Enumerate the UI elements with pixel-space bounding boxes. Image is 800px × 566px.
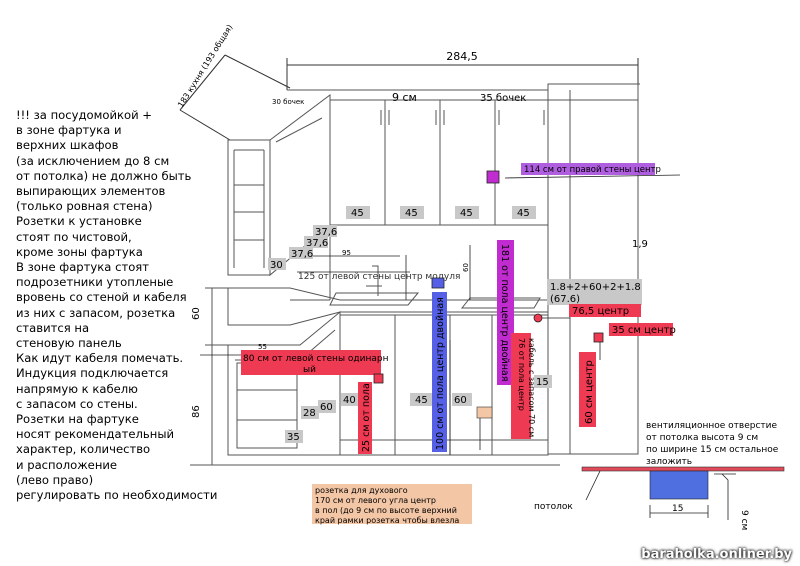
dim-37-6-c: 37,6 [291,249,313,260]
module-45-a: 45 [351,208,364,219]
dim-37-6-a: 37,6 [315,227,337,238]
vent-line-4: заложить [646,457,692,467]
vent-line-3: по ширине 15 см остальное [646,445,779,455]
dim-h86: 86 [191,405,202,418]
watermark: baraholka.onliner.by [641,547,792,562]
note-line: регулировать по необходимости [16,488,218,503]
tag-25-from-floor: 25 см от пола [361,383,372,452]
oven-socket-note: розетка для духового 170 см от левого уг… [315,486,459,525]
note-line: (только ровная стена) [16,199,153,214]
note-line: кроме зоны фартука [16,244,143,259]
oven-line-4: край рамки розетка чтобы влезла [315,516,459,525]
note-line: вровень со стеной и кабеля [16,290,187,305]
note-line: в зоне фартука и [16,123,122,138]
note-line: носят рекомендательный [16,427,175,442]
formula-line-2: (67.6) [550,294,580,305]
note-line: и расположение [16,457,118,472]
dim-kitchen-183: 183 кухня (193 общая) [176,23,234,109]
note-line: стоят по чистовой, [16,229,132,244]
dim-h60-left: 60 [191,307,202,320]
dim-1-9: 1,9 [632,239,648,250]
note-line: верхних шкафов [16,138,119,153]
dim-30: 30 [270,260,283,271]
note-line: выпирающих элементов [16,184,166,199]
module-45-d: 45 [517,208,530,219]
note-line: подрозетники утопленые [16,275,174,290]
dim-55: 55 [258,343,267,351]
note-line: стеновую панель [16,336,122,351]
tag-80-from-left-1: 80 см от левой стены одинарн [243,354,389,364]
dim-95: 95 [342,249,351,257]
tag-76-5-center: 76,5 центр [572,306,629,317]
formula-line-1: 1.8+2+60+2+1.8 [550,282,641,293]
dim-bochek-35: 35 бочек [480,93,526,104]
lower-60-b: 60 [320,402,333,413]
note-line: характер, количество [16,442,151,457]
note-line: В зоне фартука стоят [16,260,150,275]
oven-line-1: розетка для духового [315,486,408,495]
oven-line-2: 170 см от левого угла центр [315,496,436,505]
note-line: ставится на [16,320,90,335]
tag-80-from-left-2: ый [303,365,316,375]
tag-cable-line-1: 76 от пола центр [517,338,526,411]
dim-bochek-30: 30 бочек [272,98,304,106]
tag-cable-line-2: кабель с запасом 70 см [527,338,536,437]
dim-total-width: 284,5 [446,50,478,63]
gray-tags: 37,6 37,6 37,6 30 45 45 45 45 1.8+2+60+2… [268,206,642,443]
module-45-c: 45 [460,208,473,219]
vent-width-15: 15 [672,504,683,514]
vent-detail: вентиляционное отверстие от потолка высо… [534,421,785,530]
tag-35-center: 35 см центр [612,325,676,336]
vent-height-9: 9 см [739,510,749,530]
note-line: из них с запасом, розетка [16,305,176,320]
note-line: с запасом со стены. [16,396,138,411]
note-line: Индукция подключается [16,366,169,381]
lower-60: 60 [454,395,467,406]
note-line: от потолка) не должно быть [16,168,192,183]
note-line: (за исключением до 8 см [16,153,170,168]
vent-line-1: вентиляционное отверстие [646,421,777,431]
note-line: !!! за посудомойкой + [16,108,153,122]
note-line: напрямую к кабелю [16,381,138,396]
colored-tags: 114 см от правой стены центр 181 от пола… [241,163,676,524]
module-45-b: 45 [405,208,418,219]
note-line: Розетки на фартуке [16,412,139,427]
dim-37-6-b: 37,6 [306,238,328,249]
lower-40: 40 [343,395,356,406]
tag-114-from-right: 114 см от правой стены центр [524,165,661,175]
note-line: Розетки к установке [16,214,142,229]
tag-60-center: 60 см центр [584,360,595,424]
vent-line-2: от потолка высота 9 см [646,433,758,443]
dim-h60-small: 60 [462,263,470,272]
dim-from-left-125: 125 от левой стены центр модуля [298,272,460,282]
note-line: (лево право) [16,472,94,487]
pointer-lines [200,174,681,455]
lower-35: 35 [287,432,300,443]
oven-line-3: в пол (до 9 см по высоте верхний [315,506,457,515]
lower-28: 28 [303,408,316,419]
tag-100-from-floor: 100 см от пола центр двойная [435,297,446,450]
vent-ceiling-label: потолок [534,502,573,512]
lower-15: 15 [536,377,549,388]
dim-top-9cm: 9 см [392,91,417,104]
tag-181-from-floor: 181 от пола центр двойная [499,244,510,381]
lower-45: 45 [415,395,428,406]
note-line: Как идут кабеля помечать. [16,351,184,366]
